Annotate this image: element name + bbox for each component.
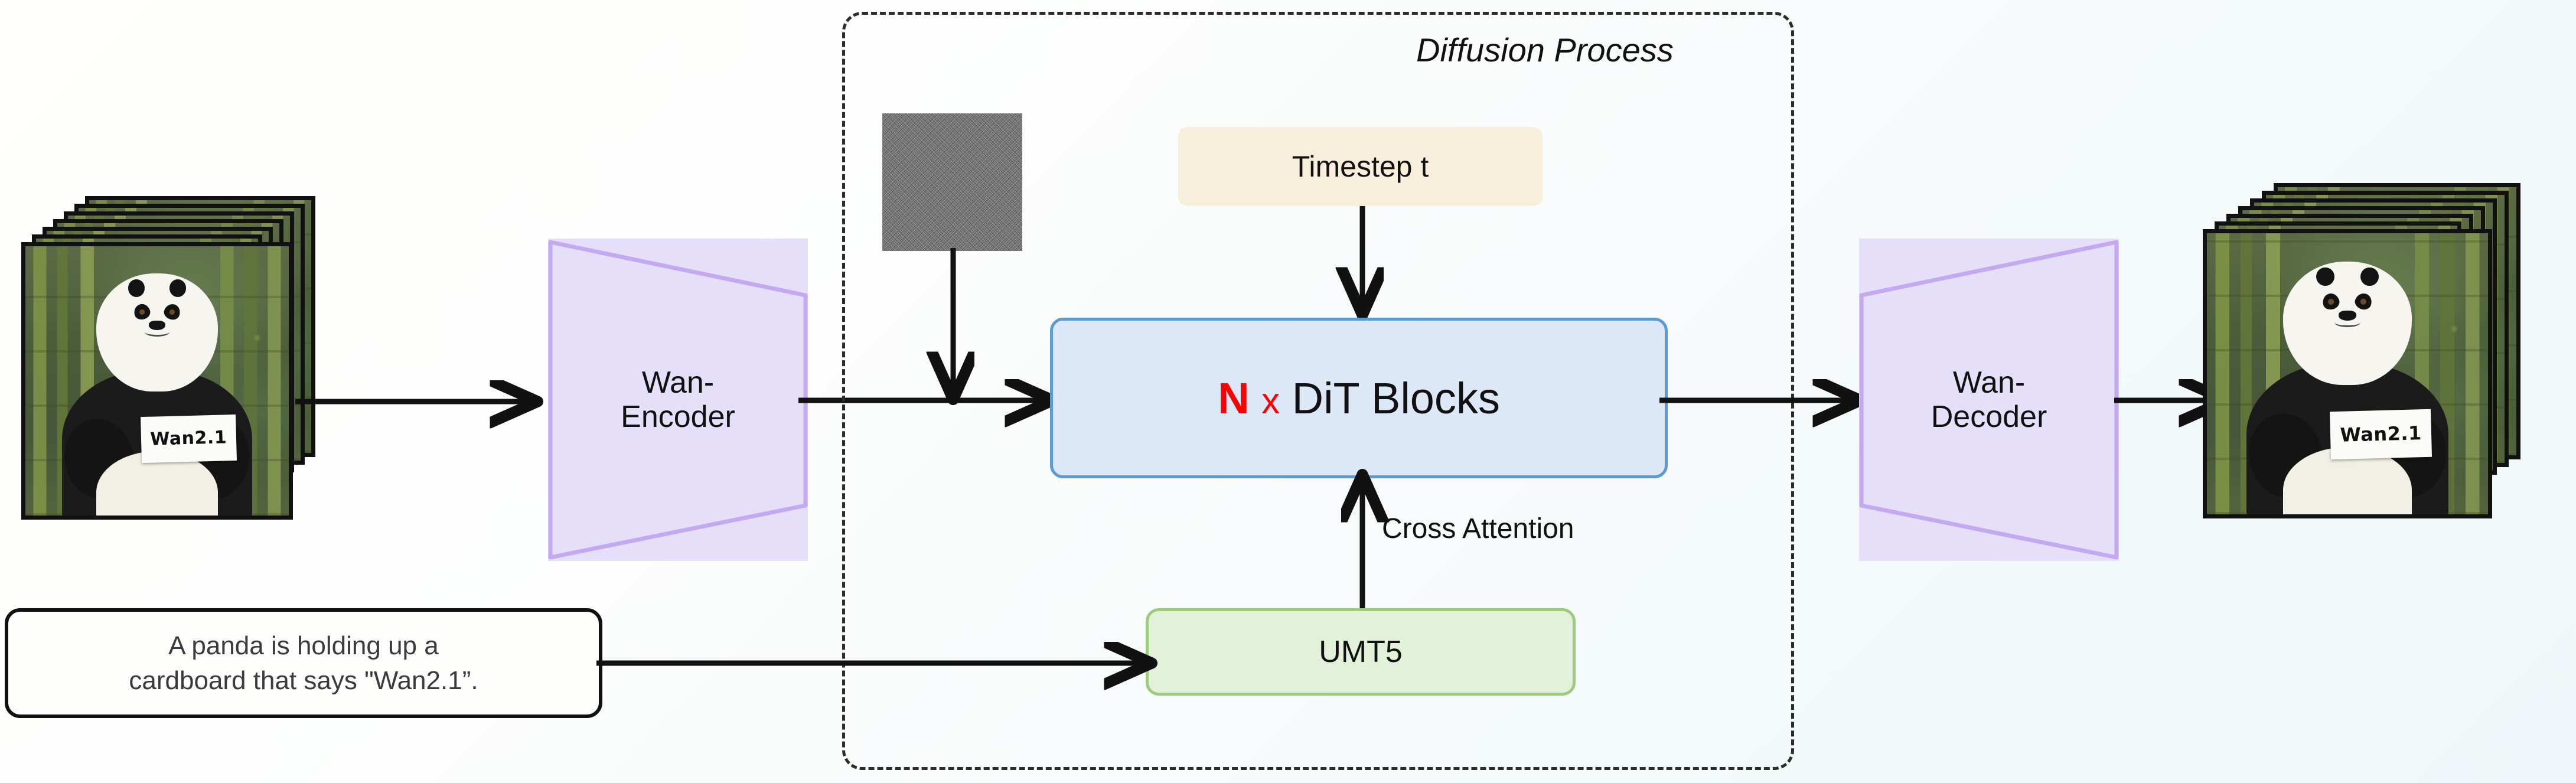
prompt-line-1: A panda is holding up a — [168, 631, 439, 660]
arrow-decoder-to-output — [2114, 378, 2232, 425]
noise-latent-patch — [882, 113, 1022, 251]
cardboard-sign: Wan2.1 — [141, 415, 237, 463]
input-frame-front: Wan2.1 — [21, 242, 293, 520]
wan-encoder-shape — [548, 240, 808, 560]
prompt-box[interactable]: A panda is holding up a cardboard that s… — [5, 608, 602, 718]
timestep-label: Timestep t — [1292, 150, 1429, 183]
cardboard-sign-text-output: Wan2.1 — [2340, 422, 2422, 447]
output-video-stack: Wan2.1 — [2192, 183, 2523, 526]
dit-blocks-text: DiT Blocks — [1292, 373, 1500, 423]
arrow-timestep-to-dit — [1336, 206, 1389, 318]
diffusion-process-container — [842, 12, 1794, 770]
output-frame-front: Wan2.1 — [2203, 229, 2492, 518]
wan-decoder-node[interactable]: Wan- Decoder — [1859, 239, 2119, 561]
arrow-encoder-to-dit — [798, 378, 1058, 425]
input-video-stack: Wan2.1 — [11, 196, 318, 527]
diffusion-process-label: Diffusion Process — [1416, 31, 1674, 68]
panda-illustration — [25, 246, 289, 516]
arrow-umt5-to-dit — [1336, 472, 1389, 616]
arrow-input-to-encoder — [295, 378, 543, 425]
cardboard-sign-text: Wan2.1 — [150, 427, 227, 451]
umt5-node[interactable]: UMT5 — [1146, 608, 1576, 696]
cardboard-sign-output: Wan2.1 — [2330, 409, 2432, 460]
arrow-prompt-to-umt5 — [596, 641, 1157, 688]
dit-multiplier-n: N — [1218, 373, 1250, 423]
dit-multiplier-times: x — [1261, 380, 1280, 422]
dit-blocks-node[interactable]: N x DiT Blocks — [1050, 318, 1668, 478]
wan-encoder-node[interactable]: Wan- Encoder — [548, 239, 808, 561]
prompt-line-2: cardboard that says "Wan2.1”. — [129, 666, 478, 695]
panda-illustration-output — [2207, 233, 2488, 514]
arrow-noise-to-latent — [927, 248, 980, 403]
timestep-node[interactable]: Timestep t — [1178, 127, 1543, 206]
umt5-label: UMT5 — [1319, 635, 1403, 669]
prompt-text: A panda is holding up a cardboard that s… — [117, 628, 490, 699]
cross-attention-label: Cross Attention — [1382, 513, 1574, 544]
wan-decoder-shape — [1859, 240, 2119, 560]
dit-blocks-label: N x DiT Blocks — [1218, 373, 1500, 423]
arrow-dit-to-decoder — [1659, 378, 1866, 425]
